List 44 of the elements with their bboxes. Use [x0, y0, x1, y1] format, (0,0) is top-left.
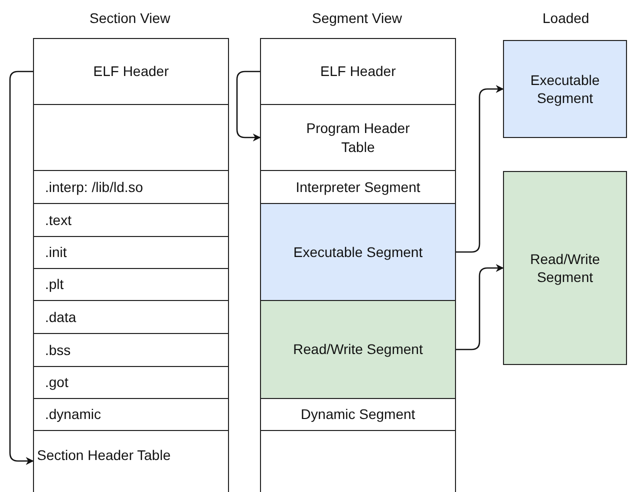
row-label: .bss — [45, 340, 71, 360]
segment-row — [260, 203, 456, 301]
row-label: .got — [45, 373, 68, 392]
table-row — [260, 104, 456, 171]
row-label: Interpreter Segment — [296, 178, 420, 196]
arrow — [456, 264, 504, 350]
row-label: Executable Segment — [529, 70, 601, 108]
row-label: .plt — [45, 275, 64, 294]
segment-box — [503, 171, 627, 365]
row-label: Section Header Table — [37, 446, 171, 465]
table-row — [33, 430, 229, 492]
row-label: Executable Segment — [293, 242, 423, 262]
segment-box — [503, 40, 627, 138]
row-label: ELF Header — [320, 62, 396, 81]
section-row — [33, 203, 229, 237]
header-row — [260, 38, 456, 105]
section-row — [33, 236, 229, 269]
column-heading: Segment View — [312, 10, 402, 26]
row-label: Read/Write Segment — [529, 250, 601, 286]
row-label: .data — [45, 308, 76, 326]
row-label: .interp: /lib/ld.so — [45, 178, 144, 196]
header-row — [33, 38, 229, 105]
row-label: Program Header Table — [305, 119, 411, 156]
arrow — [236, 70, 261, 142]
segment-row — [260, 398, 456, 431]
row-label: ELF Header — [93, 62, 169, 81]
row-label: .init — [45, 243, 67, 262]
arrow — [456, 85, 504, 253]
row-label: Dynamic Segment — [300, 405, 416, 424]
section-row — [33, 366, 229, 399]
row-label: .text — [45, 210, 72, 230]
section-row — [33, 333, 229, 367]
segment-row — [260, 300, 456, 399]
column-heading: Loaded — [542, 10, 590, 26]
section-row — [33, 398, 229, 431]
column-heading: Section View — [90, 10, 170, 26]
section-row — [33, 268, 229, 301]
arrow — [9, 70, 34, 465]
row-label: .dynamic — [45, 405, 102, 424]
section-row — [33, 170, 229, 204]
row-label: Read/Write Segment — [293, 340, 423, 359]
table-row — [260, 430, 456, 492]
table-row — [33, 104, 229, 171]
section-row — [33, 300, 229, 334]
